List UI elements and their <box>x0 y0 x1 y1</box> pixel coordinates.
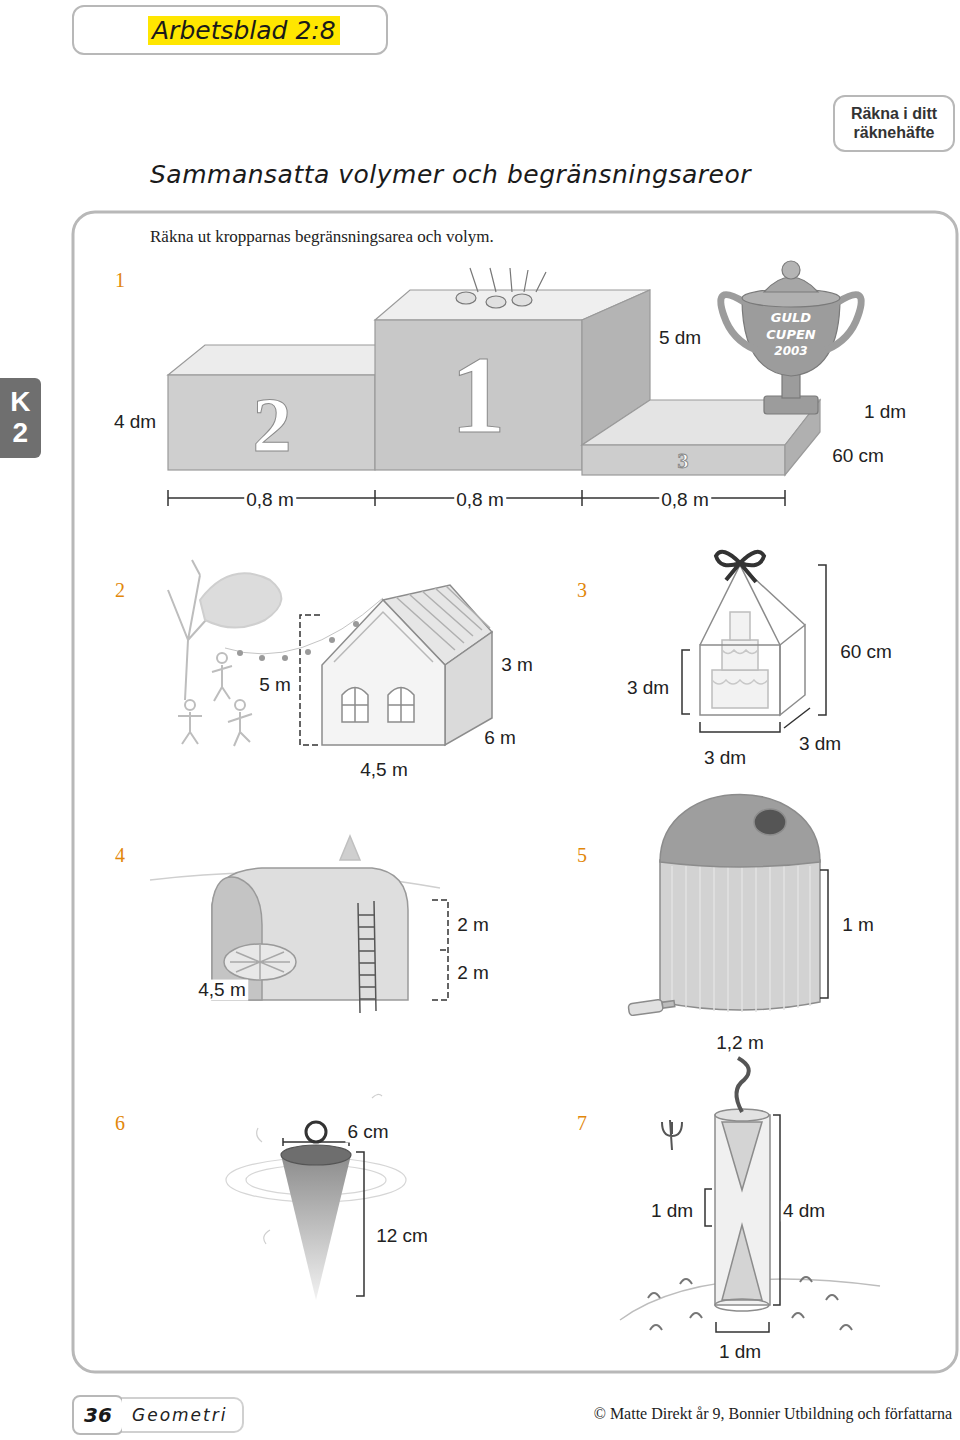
trophy-drawing <box>721 261 862 414</box>
dimension-label: 12 cm <box>374 1226 430 1247</box>
cylinder-drawing <box>620 1058 880 1330</box>
dimension-label: 60 cm <box>830 446 886 467</box>
trophy-engraving: 2003 <box>774 345 807 358</box>
exercise-number: 6 <box>115 1112 125 1134</box>
dimension-label: 4 dm <box>781 1201 827 1222</box>
podium-place-number: 1 <box>451 335 506 456</box>
cake-box-drawing <box>700 552 805 715</box>
height-bracket <box>820 870 828 998</box>
exercise-number: 4 <box>115 844 125 866</box>
dimension-brackets <box>283 1138 364 1296</box>
podium-drawing <box>168 268 820 475</box>
dimension-label: 1 dm <box>649 1201 695 1222</box>
box-text: Geometri <box>132 1405 227 1425</box>
box-text: Arbetsblad 2:8 <box>148 16 340 45</box>
dimension-label: 1 dm <box>717 1342 763 1363</box>
dimension-label: 3 dm <box>702 748 748 769</box>
dimension-label: 3 dm <box>797 734 843 755</box>
dimension-label: 4 dm <box>112 412 158 433</box>
dimension-label: 1 dm <box>862 402 908 423</box>
chapter-tab: K 2 <box>0 378 41 458</box>
podium-place-number: 3 <box>678 449 689 473</box>
dimension-label: 6 cm <box>345 1122 390 1143</box>
podium-place-number: 2 <box>253 382 292 468</box>
dimension-label: 0,8 m <box>244 490 296 511</box>
instruction-text: Räkna ut kropparnas begränsningsarea och… <box>150 228 494 247</box>
dimension-label: 3 m <box>499 655 535 676</box>
exercise-number: 3 <box>577 579 587 601</box>
box-text: 36 <box>84 1403 112 1427</box>
dimension-label: 4,5 m <box>196 980 248 1001</box>
trophy-engraving: CUPEN <box>766 328 815 342</box>
dimension-brackets <box>682 565 826 732</box>
exercise-number: 2 <box>115 579 125 601</box>
cone-drawing <box>226 1094 406 1300</box>
worksheet-heading: Sammansatta volymer och begränsningsareo… <box>150 160 751 189</box>
height-bracket <box>432 900 448 1000</box>
dimension-brackets <box>705 1115 780 1332</box>
tent-drawing <box>322 585 492 745</box>
exercise-number: 7 <box>577 1112 587 1134</box>
exercise-number: 5 <box>577 844 587 866</box>
dimension-label: 0,8 m <box>659 490 711 511</box>
dimension-label: 1,2 m <box>714 1033 766 1054</box>
dimension-label: 2 m <box>455 963 491 984</box>
page-number-box: 36 <box>72 1395 124 1435</box>
dimension-label: 60 cm <box>838 642 894 663</box>
dimension-label: 2 m <box>455 915 491 936</box>
box-text: Räkna i ditt räknehäfte <box>841 105 947 142</box>
exercise-number: 1 <box>115 269 125 291</box>
dimension-label: 4,5 m <box>358 760 410 781</box>
worksheet-title-box: Arbetsblad 2:8 <box>72 5 388 55</box>
dimension-label: 0,8 m <box>454 490 506 511</box>
dimension-label: 1 m <box>840 915 876 936</box>
dimension-label: 5 m <box>257 675 293 696</box>
height-bracket <box>300 615 320 745</box>
section-name-box: Geometri <box>122 1397 244 1433</box>
trophy-engraving: GULD <box>771 311 811 325</box>
copyright-footer: © Matte Direkt år 9, Bonnier Utbildning … <box>594 1405 952 1423</box>
dimension-label: 3 dm <box>625 678 671 699</box>
dimension-label: 5 dm <box>657 328 703 349</box>
instruction-box: Räkna i ditt räknehäfte <box>833 95 955 152</box>
exercise-frame <box>73 212 957 1372</box>
dimension-label: 6 m <box>482 728 518 749</box>
box-text: K 2 <box>4 387 38 449</box>
bin-drawing <box>628 795 820 1016</box>
shed-drawing <box>150 836 440 1013</box>
